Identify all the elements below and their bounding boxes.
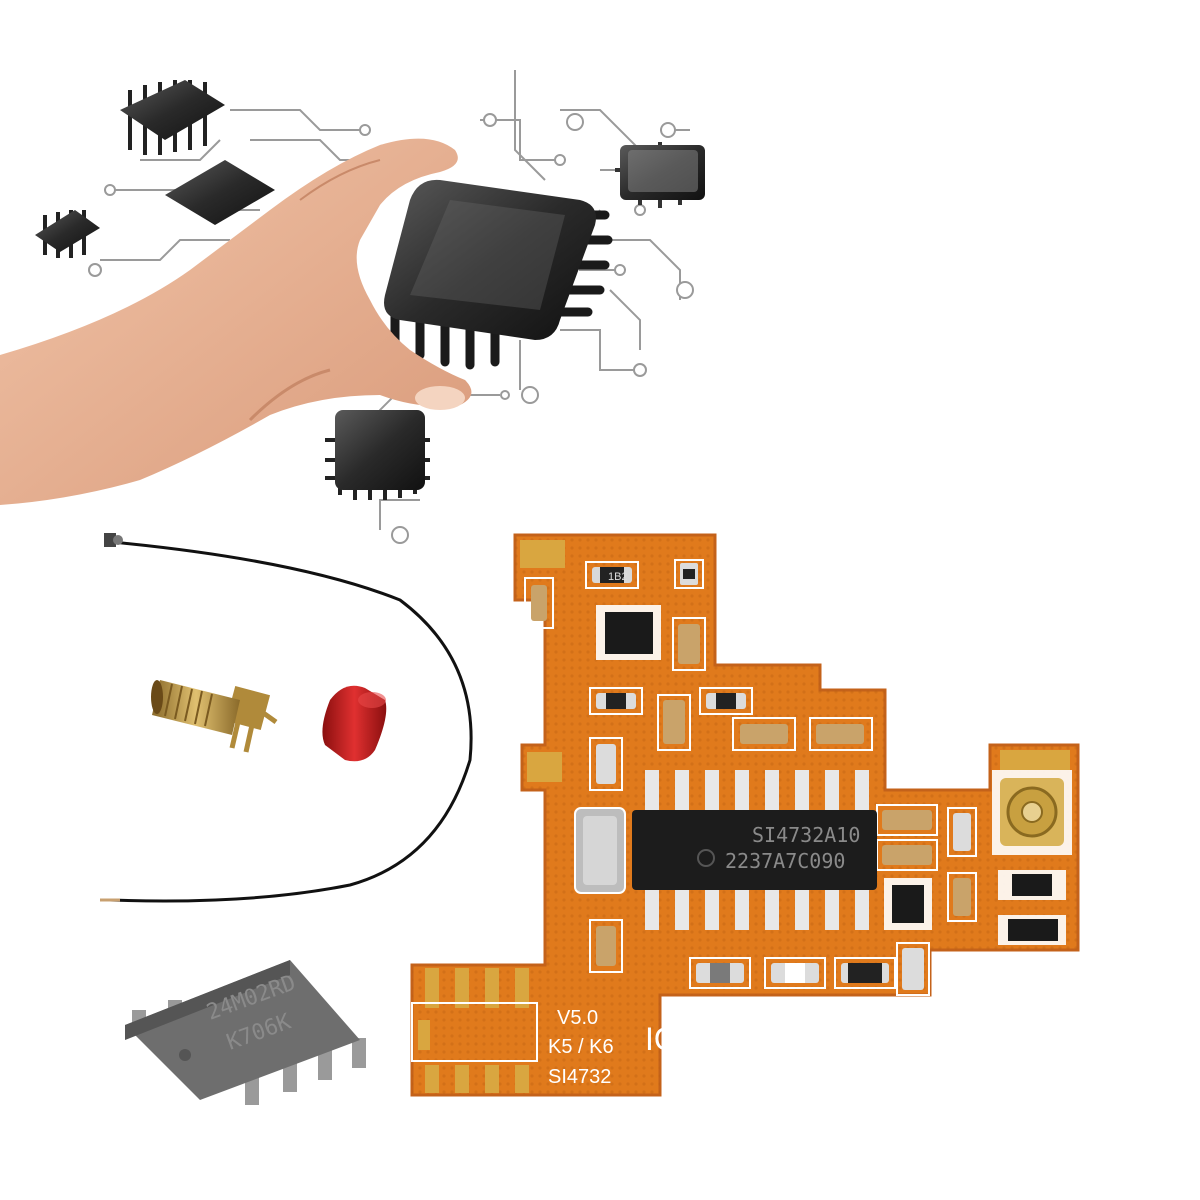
small-chip-top-left (120, 80, 225, 155)
main-ic-line2: 2237A7C090 (725, 849, 845, 873)
main-ic-line1: SI4732A10 (752, 823, 860, 847)
main-chip-held (384, 179, 613, 370)
pcb-module: 1B2 (410, 533, 1080, 1097)
hand (0, 138, 472, 506)
eeprom-chip: 24M02RD K706K (125, 960, 366, 1105)
sot-transistors (596, 605, 1066, 945)
ipex-socket (992, 770, 1072, 855)
pcb-chip-label: SI4732 (548, 1066, 611, 1088)
small-chip-right (615, 142, 705, 208)
red-dust-cap (322, 685, 387, 762)
pcb-model: K5 / K6 (548, 1036, 614, 1058)
crystal-oscillator (574, 807, 626, 894)
small-chip-bottom (325, 410, 430, 500)
pcb-version: V5.0 (557, 1007, 598, 1029)
small-part-label: 1B2 (608, 571, 628, 583)
sma-connector (151, 680, 278, 753)
pcb-brand: IOTCU (645, 1021, 745, 1057)
small-chip-behind-hand (165, 160, 275, 225)
gold-pads (418, 540, 1070, 1093)
small-chip-left (35, 210, 100, 258)
main-ic-si4732: SI4732A10 2237A7C090 (632, 770, 877, 930)
smd-components: 1B2 (531, 563, 971, 990)
antenna-cable (100, 533, 473, 903)
circuit-pads (88, 113, 694, 544)
ipex-connector-icon (104, 533, 116, 547)
